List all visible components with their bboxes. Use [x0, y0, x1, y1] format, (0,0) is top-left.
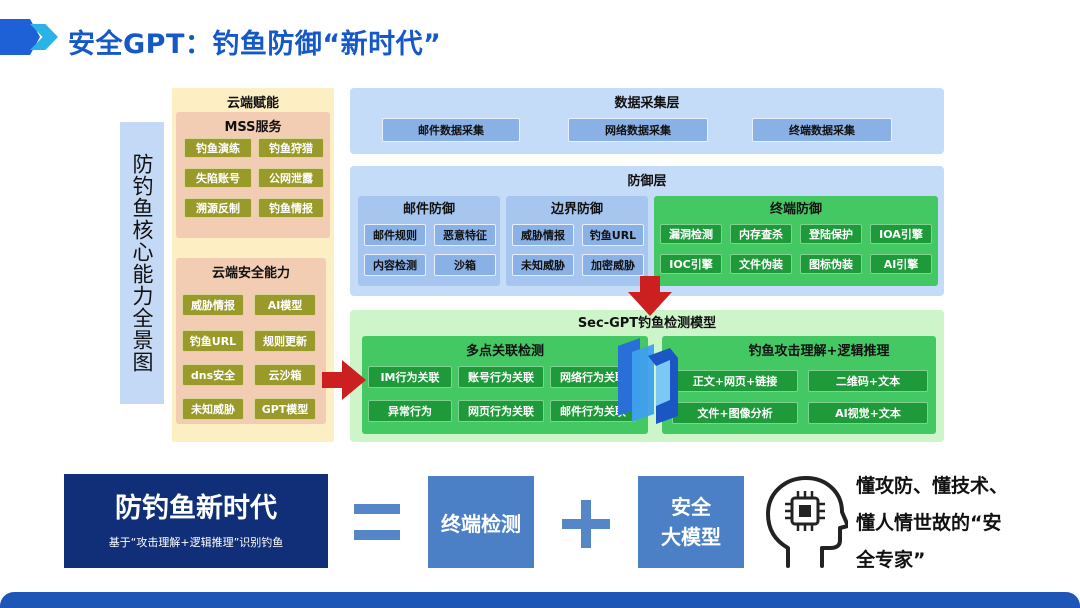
page-title: 安全GPT：钓鱼防御“新时代”	[68, 29, 442, 60]
collection-layer: 数据采集层 邮件数据采集 网络数据采集 终端数据采集	[350, 88, 944, 154]
endpoint-defense-item: 登陆保护	[800, 224, 862, 244]
vertical-label-text: 防钓鱼核心能力全景图	[130, 153, 154, 373]
border-defense-item: 威胁情报	[512, 224, 574, 246]
endpoint-defense-item: IOA引擎	[870, 224, 932, 244]
border-defense-title: 边界防御	[550, 201, 603, 217]
endpoint-defense-item: 内存查杀	[730, 224, 792, 244]
model-title: Sec-GPT钓鱼检测模型	[577, 315, 717, 331]
right-arrow-icon	[322, 360, 366, 400]
capability-item: AI模型	[254, 294, 316, 316]
multi-point-item: 异常行为	[368, 400, 452, 422]
new-era-subtitle: 基于“攻击理解+逻辑推理”识别钓鱼	[108, 536, 284, 549]
equals-sign-icon	[354, 504, 400, 542]
capability-item: dns安全	[182, 364, 244, 386]
mss-title: MSS服务	[224, 119, 282, 135]
mss-item: 公网泄露	[258, 168, 324, 188]
cloud-capability-title: 云端安全能力	[211, 265, 290, 281]
capability-item: 规则更新	[254, 330, 316, 352]
footer-band	[0, 592, 1080, 608]
capability-item: 钓鱼URL	[182, 330, 244, 352]
defense-layer: 防御层 邮件防御 邮件规则 恶意特征 内容检测 沙箱 边界防御 威胁情报 钓鱼U…	[350, 166, 944, 296]
security-llm-box: 安全 大模型	[638, 476, 744, 568]
mss-item: 溯源反制	[184, 198, 252, 218]
logic-title: 钓鱼攻击理解+逻辑推理	[748, 343, 890, 359]
expert-quote-line: 懂攻防、懂技术、	[856, 475, 1009, 497]
logic-item: 文件+图像分析	[672, 402, 798, 424]
border-defense-item: 加密威胁	[582, 254, 644, 276]
multi-point-panel: 多点关联检测 IM行为关联 账号行为关联 网络行为关联 异常行为 网页行为关联 …	[362, 336, 648, 434]
logic-item: 二维码+文本	[808, 370, 928, 392]
down-arrow-icon	[628, 276, 672, 316]
mail-defense-item: 内容检测	[364, 254, 426, 276]
cloud-title: 云端赋能	[226, 95, 279, 111]
defense-layer-title: 防御层	[627, 173, 667, 189]
multi-point-item: 网页行为关联	[458, 400, 544, 422]
mss-item: 钓鱼情报	[258, 198, 324, 218]
logic-item: 正文+网页+链接	[672, 370, 798, 392]
sec-gpt-logo-icon	[618, 338, 678, 424]
mail-defense-item: 沙箱	[434, 254, 496, 276]
multi-point-item: 网络行为关联	[550, 366, 636, 388]
collection-item: 邮件数据采集	[382, 118, 520, 142]
plus-sign-icon	[562, 500, 610, 548]
expert-quote-line: 懂人情世故的“安	[856, 512, 1002, 534]
capability-item: 威胁情报	[182, 294, 244, 316]
collection-item: 终端数据采集	[752, 118, 892, 142]
mss-item: 钓鱼演练	[184, 138, 252, 158]
equals-bar-bottom	[354, 530, 400, 540]
mail-defense-item: 邮件规则	[364, 224, 426, 246]
vertical-label: 防钓鱼核心能力全景图	[120, 122, 164, 404]
mail-defense-title: 邮件防御	[402, 201, 455, 217]
endpoint-defense-item: AI引擎	[870, 254, 932, 274]
security-llm-line2: 大模型	[661, 525, 721, 549]
cloud-capability-panel: 云端安全能力 威胁情报 AI模型 钓鱼URL 规则更新 dns安全 云沙箱 未知…	[176, 258, 326, 424]
new-era-box: 防钓鱼新时代 基于“攻击理解+逻辑推理”识别钓鱼	[64, 474, 328, 568]
mail-defense-item: 恶意特征	[434, 224, 496, 246]
security-llm-line1: 安全	[671, 495, 711, 519]
border-defense-item: 钓鱼URL	[582, 224, 644, 246]
border-defense-panel: 边界防御 威胁情报 钓鱼URL 未知威胁 加密威胁	[506, 196, 648, 286]
expert-quote-line: 全专家”	[856, 549, 926, 571]
mss-panel: MSS服务 钓鱼演练 钓鱼狩猎 失陷账号 公网泄露 溯源反制 钓鱼情报	[176, 112, 330, 238]
collection-layer-title: 数据采集层	[614, 95, 680, 111]
endpoint-defense-title: 终端防御	[769, 201, 822, 217]
capability-item: 云沙箱	[254, 364, 316, 386]
cloud-panel: 云端赋能 MSS服务 钓鱼演练 钓鱼狩猎 失陷账号 公网泄露 溯源反制 钓鱼情报…	[172, 88, 334, 442]
brain-chip-head-icon	[766, 476, 848, 568]
endpoint-detection-box: 终端检测	[428, 476, 534, 568]
model-panel: Sec-GPT钓鱼检测模型 多点关联检测 IM行为关联 账号行为关联 网络行为关…	[350, 310, 944, 442]
multi-point-item: 账号行为关联	[458, 366, 544, 388]
capability-item: GPT模型	[254, 398, 316, 420]
endpoint-defense-item: 图标伪装	[800, 254, 862, 274]
border-defense-item: 未知威胁	[512, 254, 574, 276]
endpoint-defense-item: 漏洞检测	[660, 224, 722, 244]
collection-item: 网络数据采集	[568, 118, 708, 142]
equals-bar-top	[354, 504, 400, 514]
capability-item: 未知威胁	[182, 398, 244, 420]
multi-point-item: IM行为关联	[368, 366, 452, 388]
logic-panel: 钓鱼攻击理解+逻辑推理 正文+网页+链接 二维码+文本 文件+图像分析 AI视觉…	[662, 336, 936, 434]
logic-item: AI视觉+文本	[808, 402, 928, 424]
plus-bar-vertical	[581, 500, 591, 548]
endpoint-defense-item: 文件伪装	[730, 254, 792, 274]
endpoint-defense-item: IOC引擎	[660, 254, 722, 274]
endpoint-defense-panel: 终端防御 漏洞检测 内存查杀 登陆保护 IOA引擎 IOC引擎 文件伪装 图标伪…	[654, 196, 938, 286]
mss-item: 失陷账号	[184, 168, 252, 188]
multi-point-item: 邮件行为关联	[550, 400, 636, 422]
new-era-title: 防钓鱼新时代	[115, 493, 277, 524]
expert-quote: 懂攻防、懂技术、 懂人情世故的“安 全专家”	[856, 468, 1072, 579]
multi-point-title: 多点关联检测	[465, 343, 544, 359]
mss-item: 钓鱼狩猎	[258, 138, 324, 158]
mail-defense-panel: 邮件防御 邮件规则 恶意特征 内容检测 沙箱	[358, 196, 500, 286]
